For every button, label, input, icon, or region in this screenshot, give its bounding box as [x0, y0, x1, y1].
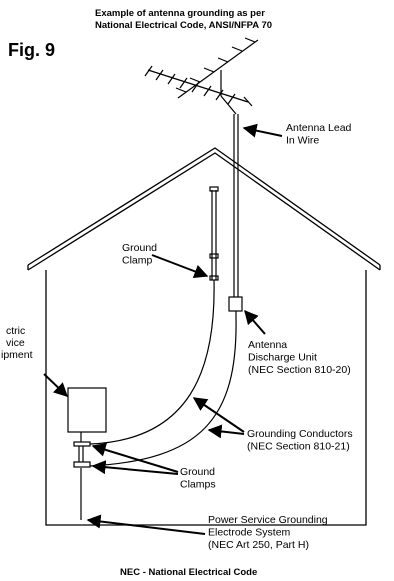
arrow-clamp-2 — [91, 460, 179, 475]
electric-service-equipment — [67, 387, 107, 433]
arrow-electric-service — [43, 373, 69, 397]
footer-note: NEC - National Electrical Code — [120, 567, 257, 578]
grounding-conductors — [89, 279, 237, 467]
label-grounding-conductors: Grounding Conductors (NEC Section 810-21… — [247, 428, 356, 453]
arrow-discharge-unit — [244, 309, 266, 335]
ground-clamp-upper-rod — [73, 441, 91, 447]
antenna-discharge-unit — [228, 296, 243, 312]
antenna — [144, 37, 259, 115]
ground-rod — [78, 432, 84, 520]
label-discharge-unit: Antenna Discharge Unit (NEC Section 810-… — [248, 339, 351, 376]
ground-clamp-lower-rod — [73, 461, 91, 468]
label-ground-clamps: Ground Clamps — [180, 466, 218, 491]
label-ground-clamp: Ground Clamp — [122, 242, 160, 267]
house-outline — [27, 147, 381, 526]
arrow-electrode — [86, 514, 206, 535]
arrow-antenna-lead — [242, 123, 283, 138]
label-electrode-system: Power Service Grounding Electrode System… — [208, 514, 331, 551]
arrow-ground-clamp — [151, 254, 209, 279]
figure-label: Fig. 9 — [8, 40, 55, 60]
arrow-conductor-2 — [207, 424, 245, 439]
header-line-2: National Electrical Code, ANSI/NFPA 70 — [95, 20, 272, 31]
lead-in-wire — [233, 114, 239, 317]
label-electric-service: ctric vice ipment — [1, 325, 33, 361]
pointer-arrows — [43, 123, 283, 535]
arrow-conductor-1 — [192, 397, 245, 433]
antenna-mast — [209, 186, 219, 281]
arrow-clamp-1 — [91, 442, 179, 473]
label-antenna-lead: Antenna Lead In Wire — [286, 122, 354, 147]
header-line-1: Example of antenna grounding as per — [95, 8, 265, 19]
